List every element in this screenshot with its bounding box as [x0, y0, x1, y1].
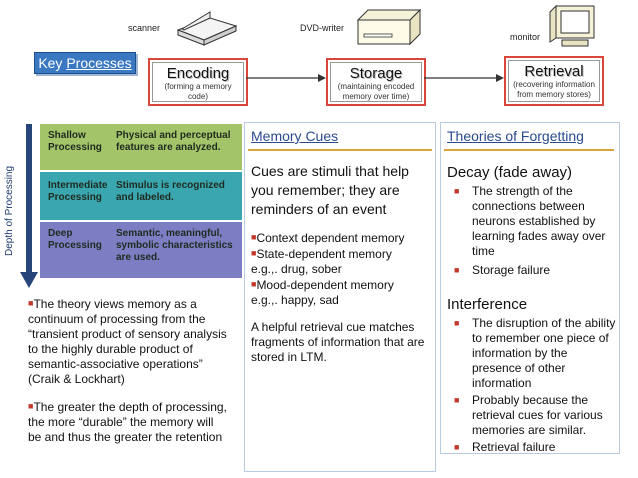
- level-band-deep: Deep Processing Semantic, meaningful, sy…: [40, 222, 242, 278]
- cue-mood-example: e.g.,. happy, sad: [251, 293, 339, 307]
- arrow-encoding-to-storage: [246, 74, 326, 82]
- storage-title: Storage: [349, 65, 403, 82]
- deep-desc-3: are used.: [116, 252, 160, 263]
- memory-cues-rule: [248, 149, 432, 151]
- depth-axis-label: Depth of Processing: [4, 148, 18, 258]
- decay-title: Decay (fade away): [447, 164, 573, 181]
- key-processes-label: Key Processes: [34, 52, 136, 74]
- storage-subtitle-1: (maintaining encoded: [337, 82, 415, 91]
- retrieval-title: Retrieval: [524, 63, 584, 80]
- cue-mood: Mood-dependent memory: [256, 278, 394, 292]
- deep-desc-1: Semantic, meaningful,: [116, 228, 223, 239]
- memory-cues-intro: Cues are stimuli that help you remember;…: [251, 163, 409, 217]
- scanner-icon: [170, 8, 240, 48]
- deep-desc-2: symbolic characteristics: [116, 240, 233, 251]
- forgetting-rule: [444, 149, 614, 151]
- monitor-icon: [548, 4, 598, 50]
- monitor-label: monitor: [510, 32, 541, 42]
- cue-context: Context dependent memory: [256, 231, 405, 245]
- shallow-desc-2: features are analyzed.: [116, 142, 221, 153]
- retrieval-subtitle-1: (recovering information: [513, 80, 595, 89]
- encoding-subtitle-1: (forming a memory: [164, 82, 232, 91]
- theory-paragraph-1: The theory views memory as a continuum o…: [28, 297, 227, 386]
- forgetting-panel: [440, 122, 620, 454]
- level-band-intermediate: Intermediate Processing Stimulus is reco…: [40, 172, 242, 220]
- encoding-title: Encoding: [166, 65, 230, 82]
- deep-name-2: Processing: [48, 240, 102, 251]
- theory-paragraph-2: The greater the depth of processing, the…: [28, 400, 227, 444]
- memory-cues-list: ■Context dependent memory ■State-depende…: [251, 230, 433, 308]
- storage-box: Storage (maintaining encoded memory over…: [326, 58, 426, 106]
- cue-state: State-dependent memory: [256, 247, 392, 261]
- memory-cues-note: A helpful retrieval cue matches fragment…: [251, 320, 425, 364]
- encoding-subtitle-2: code): [187, 92, 208, 101]
- key-word: Key: [38, 55, 63, 71]
- intermediate-desc-2: and labeled.: [116, 192, 174, 203]
- encoding-box: Encoding (forming a memory code): [148, 58, 248, 106]
- shallow-desc-1: Physical and perceptual: [116, 130, 231, 141]
- arrow-storage-to-retrieval: [424, 74, 504, 82]
- interference-bullet-3: Retrieval failure: [472, 440, 556, 454]
- scanner-label: scanner: [128, 23, 161, 33]
- memory-cues-panel: [244, 122, 436, 472]
- retrieval-subtitle-2: from memory stores): [517, 90, 591, 99]
- dvd-writer-label: DVD-writer: [300, 23, 344, 33]
- levels-theory-text: ■The theory views memory as a continuum …: [28, 297, 227, 444]
- intermediate-name-2: Processing: [48, 192, 102, 203]
- depth-axis-text: Depth of Processing: [4, 165, 15, 256]
- shallow-name-2: Processing: [48, 142, 102, 153]
- decay-list: ■The strength of the connections between…: [454, 184, 606, 277]
- interference-list: ■The disruption of the ability to rememb…: [454, 316, 616, 454]
- decay-bullet-2: Storage failure: [472, 263, 551, 277]
- decay-bullet-1: The strength of the connections between …: [472, 184, 606, 258]
- interference-bullet-2: Probably because the retrieval cues for …: [472, 393, 603, 437]
- forgetting-heading: Theories of Forgetting: [447, 128, 584, 144]
- depth-arrow: [20, 124, 38, 288]
- processes-word: Processes: [66, 55, 132, 71]
- deep-name-1: Deep: [48, 228, 73, 239]
- storage-subtitle-2: memory over time): [342, 92, 410, 101]
- retrieval-box: Retrieval (recovering information from m…: [504, 56, 604, 106]
- intermediate-desc-1: Stimulus is recognized: [116, 180, 225, 191]
- cue-state-example: e.g.,. drug, sober: [251, 262, 342, 276]
- memory-cues-heading: Memory Cues: [251, 128, 339, 144]
- level-band-shallow: Shallow Processing Physical and perceptu…: [40, 124, 242, 170]
- dvd-writer-icon: [354, 6, 424, 48]
- interference-title: Interference: [447, 296, 528, 313]
- interference-bullet-1: The disruption of the ability to remembe…: [472, 316, 616, 390]
- intermediate-name-1: Intermediate: [48, 180, 108, 191]
- shallow-name-1: Shallow: [48, 130, 86, 141]
